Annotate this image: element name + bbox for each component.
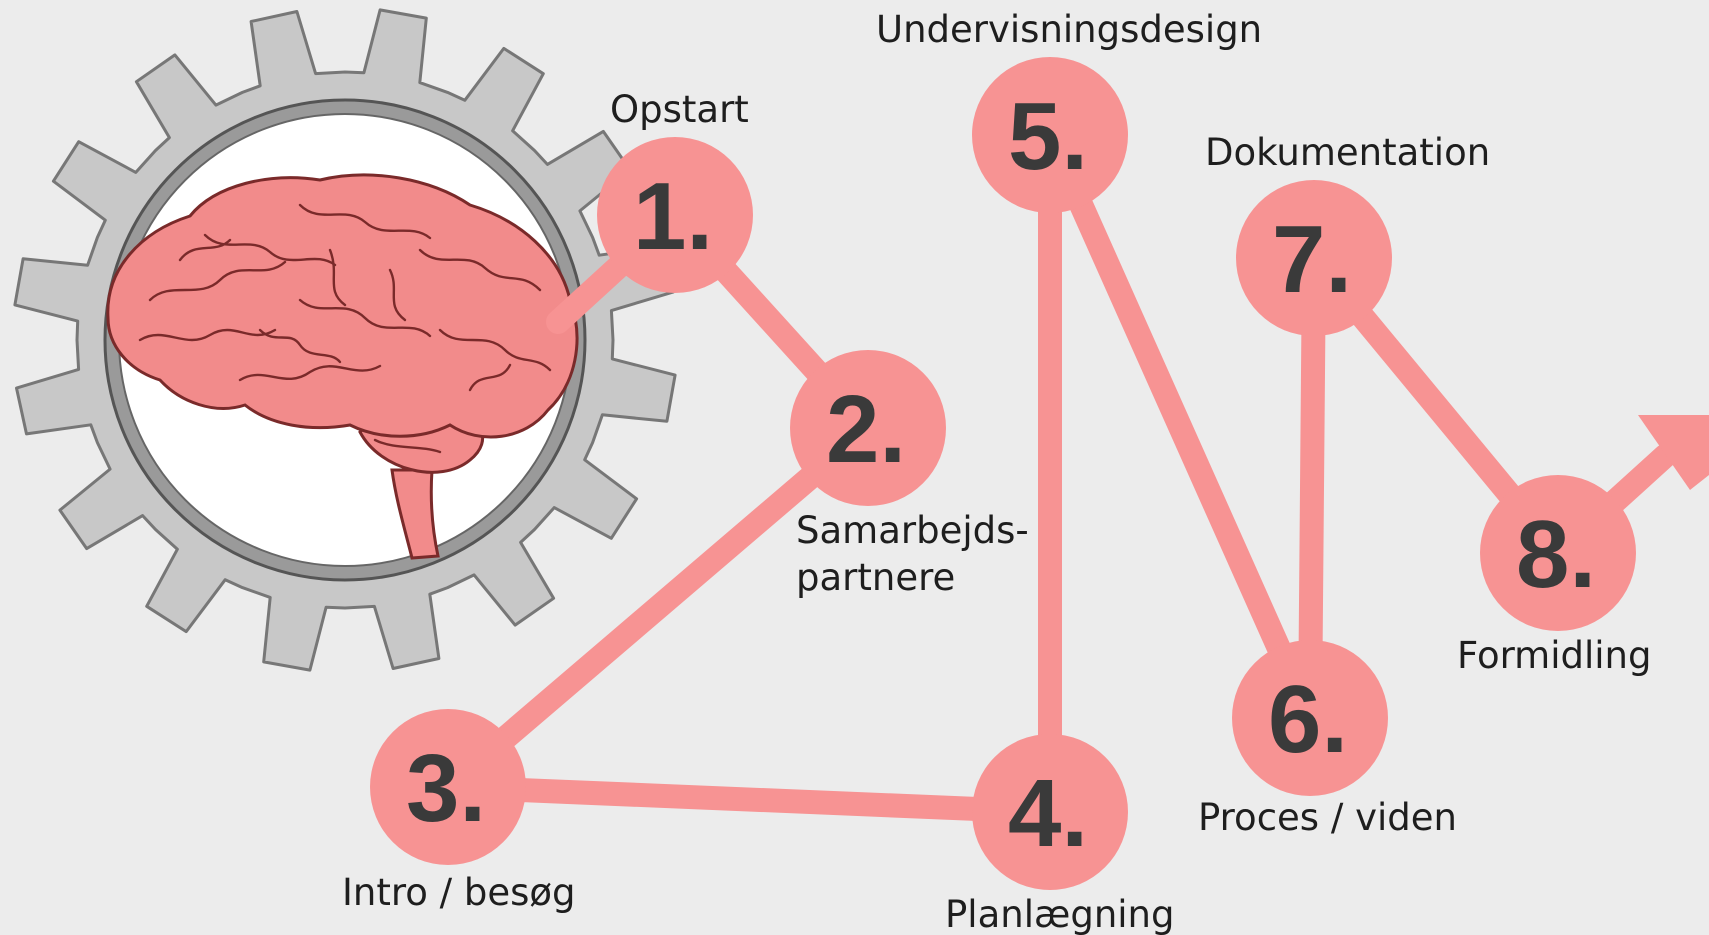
- step-node-1: 1. Opstart: [597, 88, 753, 293]
- brain-fold: [438, 328, 552, 372]
- brain-fold: [258, 328, 342, 364]
- brain-stem: [390, 468, 440, 560]
- step-label: Planlægning: [945, 893, 1174, 935]
- step-nodes: 1. Opstart 2. Samarbejds-partnere 3. Intro / …: [342, 8, 1651, 935]
- step-circle: [1236, 180, 1392, 336]
- connector-line: [436, 775, 1062, 824]
- step-label: Opstart: [610, 88, 749, 131]
- step-circle: [790, 350, 946, 506]
- brain-fold: [468, 363, 512, 392]
- brain-fold: [238, 364, 382, 382]
- brain-fold: [328, 248, 347, 307]
- arrow-head: [1638, 415, 1709, 490]
- step-number: 8.: [1516, 501, 1596, 608]
- step-number: 2.: [826, 376, 906, 483]
- brain-icon: [106, 173, 579, 560]
- brain-fold: [138, 328, 277, 342]
- step-number: 4.: [1008, 760, 1088, 867]
- brain-fold: [298, 203, 432, 240]
- step-label: Dokumentation: [1205, 131, 1490, 174]
- step-label: Formidling: [1457, 634, 1651, 677]
- step-circle: [972, 734, 1128, 890]
- step-circle: [972, 57, 1128, 213]
- brain-fold: [298, 298, 432, 338]
- step-node-2: 2. Samarbejds-partnere: [790, 350, 1029, 599]
- step-node-4: 4. Planlægning: [945, 734, 1174, 935]
- step-label: partnere: [796, 556, 955, 599]
- step-number: 5.: [1008, 83, 1088, 190]
- step-number: 7.: [1272, 206, 1352, 313]
- brain-fold: [418, 248, 542, 292]
- step-node-5: 5. Undervisningsdesign: [876, 8, 1262, 213]
- step-node-6: 6. Proces / viden: [1198, 640, 1457, 839]
- brain-fold: [178, 238, 232, 262]
- step-number: 3.: [406, 735, 486, 842]
- step-circle: [1232, 640, 1388, 796]
- step-circle: [1480, 475, 1636, 631]
- step-circle: [597, 137, 753, 293]
- brain-cerebrum: [106, 173, 579, 439]
- step-node-8: 8. Formidling: [1457, 475, 1651, 677]
- step-number: 6.: [1268, 666, 1348, 773]
- brain-fold: [373, 438, 442, 454]
- step-node-7: 7. Dokumentation: [1205, 131, 1490, 336]
- connector-line: [1038, 123, 1322, 730]
- step-label: Undervisningsdesign: [876, 8, 1262, 51]
- step-node-3: 3. Intro / besøg: [342, 709, 576, 914]
- connector-line: [436, 416, 880, 799]
- step-label: Intro / besøg: [342, 871, 576, 914]
- step-label: Samarbejds-: [796, 509, 1029, 552]
- brain-fold: [388, 268, 407, 322]
- brain-fold: [148, 260, 287, 302]
- step-label: Proces / viden: [1198, 796, 1457, 839]
- step-circle: [370, 709, 526, 865]
- step-number: 1.: [633, 163, 713, 270]
